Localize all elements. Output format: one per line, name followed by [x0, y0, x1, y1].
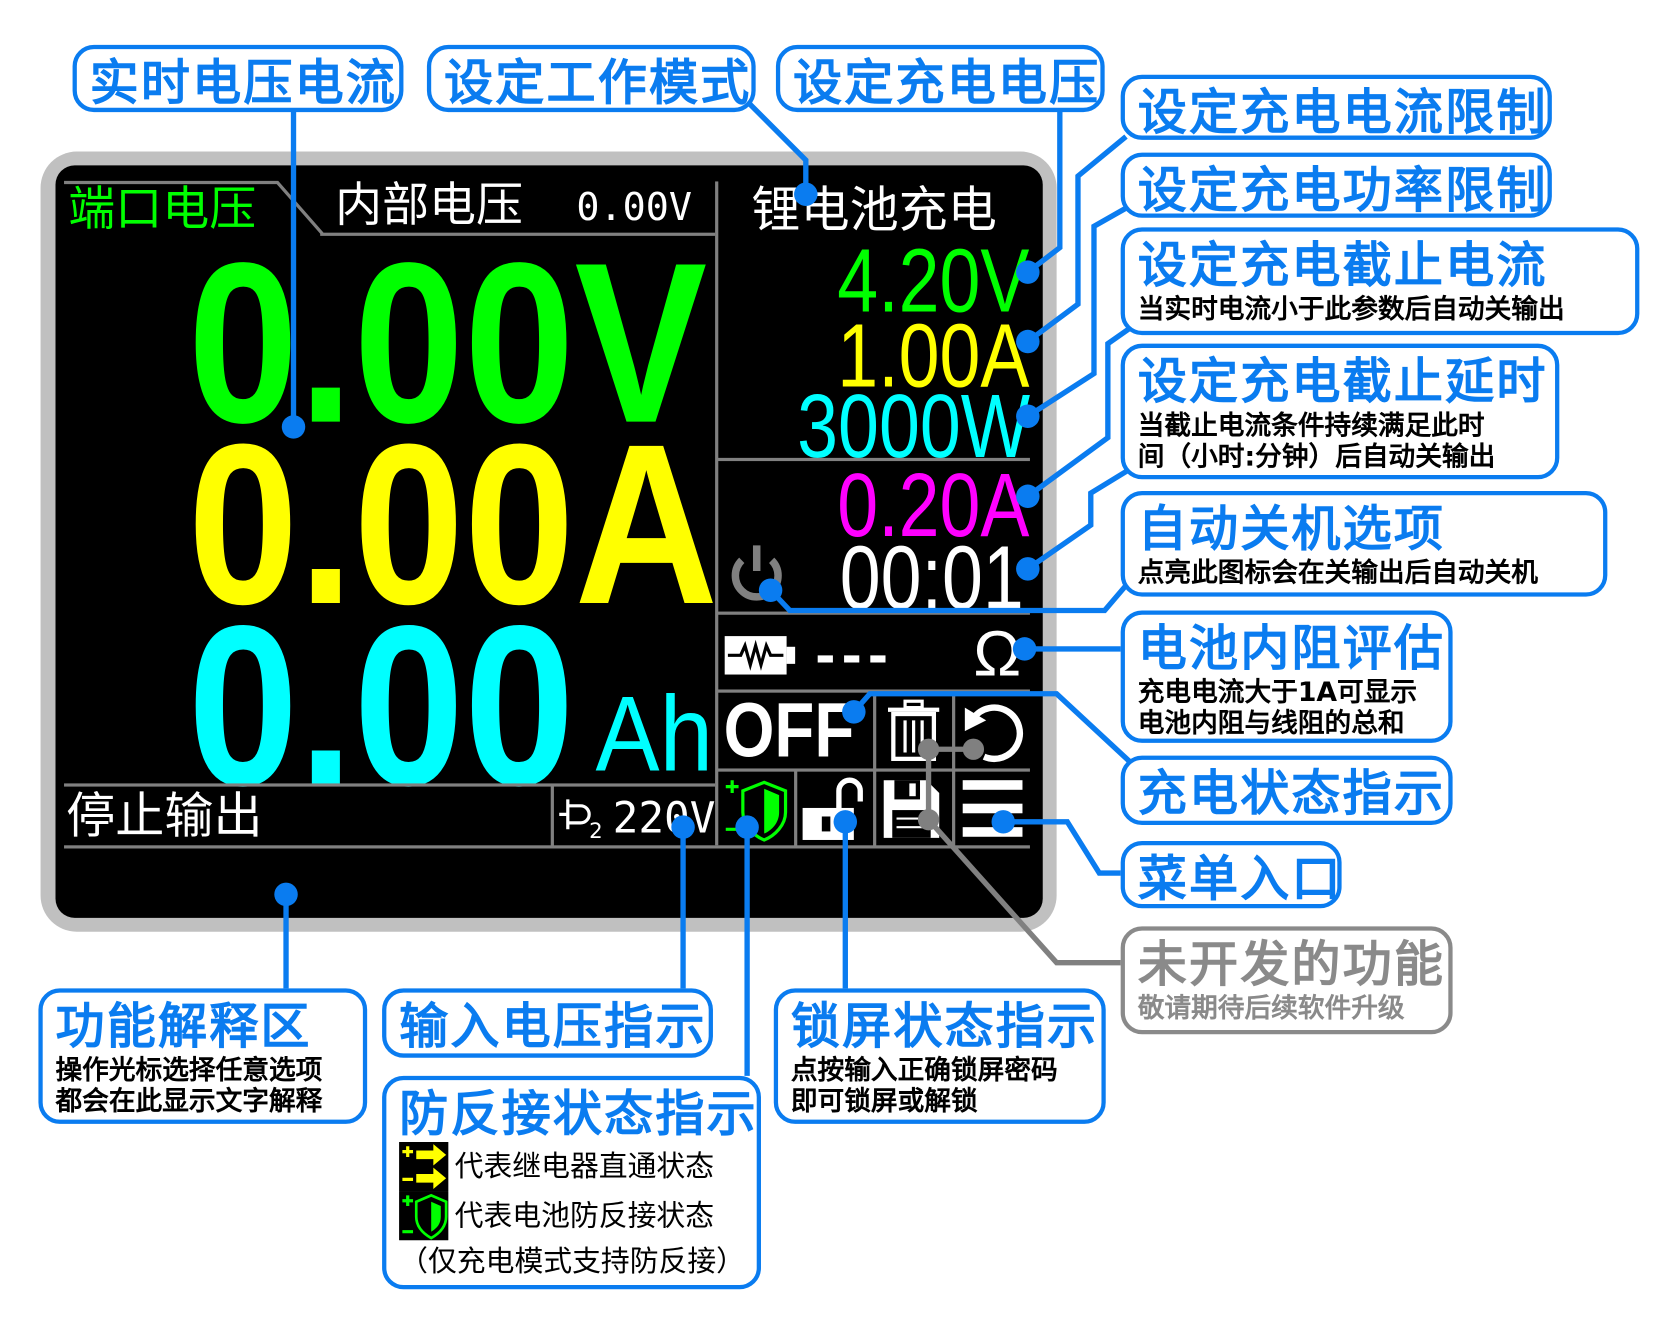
- callout-cutoff-delay: 设定充电截止延时 当截止电流条件持续满足此时 间（小时:分钟）后自动关输出: [1120, 343, 1560, 480]
- callout-desc: 当截止电流条件持续满足此时: [1137, 409, 1485, 441]
- tab-outline: [64, 180, 324, 235]
- internal-voltage-value: 0.00V: [576, 185, 693, 230]
- power-icon[interactable]: [726, 539, 788, 603]
- callout-title: 设定充电电流限制: [1137, 83, 1548, 141]
- battery-shield-icon: [399, 1191, 449, 1241]
- callout-cutoff-current: 设定充电截止电流 当实时电流小于此参数后自动关输出: [1120, 227, 1640, 336]
- input-voltage: 220V: [612, 794, 716, 844]
- callout-realtime: 实时电压电流: [72, 44, 404, 113]
- plug-icon: 2: [559, 799, 603, 840]
- callout-desc: 电池内阻与线阻的总和: [1137, 707, 1405, 739]
- callout-title: 设定充电功率限制: [1137, 161, 1548, 219]
- cutoff-delay[interactable]: 00:01: [839, 527, 1024, 628]
- callout-lock-screen: 锁屏状态指示 点按输入正确锁屏密码 即可锁屏或解锁: [773, 988, 1106, 1124]
- status-text: 停止输出: [66, 786, 263, 845]
- divider: [320, 232, 716, 236]
- legend-shield: 代表电池防反接状态: [399, 1191, 746, 1241]
- callout-internal-resistance: 电池内阻评估 充电电流大于1A可显示 电池内阻与线阻的总和: [1120, 610, 1453, 743]
- callout-title: 设定充电截止电流: [1137, 235, 1548, 294]
- callout-desc: 点按输入正确锁屏密码: [790, 1054, 1058, 1086]
- callout-title: 实时电压电流: [89, 53, 398, 111]
- relay-passthrough-icon: [399, 1142, 449, 1192]
- callout-input-voltage: 输入电压指示: [382, 988, 713, 1058]
- divider: [717, 768, 1030, 772]
- callout-power-limit: 设定充电功率限制: [1120, 152, 1552, 219]
- port-voltage-label[interactable]: 端口电压: [68, 182, 257, 237]
- realtime-voltage: 0.00V: [187, 215, 708, 471]
- callout-title: 设定充电截止延时: [1137, 352, 1548, 410]
- callout-desc: 当实时电流小于此参数后自动关输出: [1137, 293, 1565, 325]
- divider: [717, 611, 1030, 615]
- battery-resistance-icon: [724, 636, 796, 675]
- divider: [717, 457, 1030, 462]
- callout-title: 防反接状态指示: [399, 1084, 758, 1143]
- reverse-protect-shield-icon[interactable]: [721, 776, 791, 842]
- callout-title: 未开发的功能: [1137, 934, 1446, 993]
- callout-title: 自动关机选项: [1137, 499, 1446, 558]
- callout-title: 菜单入口: [1137, 849, 1343, 908]
- callout-function-help: 功能解释区 操作光标选择任意选项 都会在此显示文字解释: [38, 988, 368, 1124]
- set-voltage[interactable]: 4.20V: [837, 230, 1030, 331]
- work-mode[interactable]: 锂电池充电: [751, 180, 997, 239]
- callout-charge-status: 充电状态指示: [1120, 755, 1453, 826]
- resistance-value: ---: [815, 620, 895, 688]
- callout-desc: 即可锁屏或解锁: [790, 1085, 978, 1117]
- internal-voltage-label: 内部电压: [335, 178, 523, 233]
- divider: [64, 783, 716, 787]
- callout-charge-voltage: 设定充电电压: [775, 44, 1105, 113]
- callout-note: （仅充电模式支持防反接）: [399, 1245, 745, 1279]
- callout-desc: 都会在此显示文字解释: [55, 1085, 323, 1117]
- callout-title: 输入电压指示: [399, 996, 707, 1055]
- callout-title: 设定工作模式: [443, 53, 752, 111]
- trash-icon[interactable]: [884, 699, 944, 763]
- cutoff-current[interactable]: 0.20A: [837, 454, 1030, 555]
- callout-desc: 敬请期待后续软件升级: [1137, 992, 1405, 1024]
- resistance-unit: Ω: [973, 617, 1022, 690]
- divider: [794, 770, 798, 848]
- undo-icon[interactable]: [961, 699, 1025, 763]
- divider: [64, 845, 1030, 849]
- legend-text: 代表电池防反接状态: [454, 1199, 715, 1233]
- callout-desc: 点亮此图标会在关输出后自动关机: [1137, 557, 1538, 589]
- callout-undeveloped: 未开发的功能 敬请期待后续软件升级: [1120, 926, 1453, 1035]
- callout-auto-shutdown: 自动关机选项 点亮此图标会在关输出后自动关机: [1120, 490, 1608, 597]
- legend-text: 代表继电器直通状态: [454, 1150, 715, 1184]
- svg-text:2: 2: [589, 819, 603, 840]
- menu-icon[interactable]: [961, 778, 1025, 840]
- callout-title: 充电状态指示: [1137, 764, 1446, 822]
- divider: [717, 689, 1030, 693]
- set-power-limit[interactable]: 3000W: [797, 375, 1030, 477]
- callout-reverse-protect: 防反接状态指示 代表继电器直通状态 代表电池防反接状态 （仅充电模式支持防反接）: [382, 1075, 761, 1290]
- callout-title: 锁屏状态指示: [790, 996, 1099, 1055]
- device-screen: 端口电压 内部电压 0.00V 0.00V 0.00A 0.00 Ah 锂电池充…: [55, 165, 1043, 918]
- capacity-unit: Ah: [595, 674, 714, 795]
- callout-menu: 菜单入口: [1120, 841, 1343, 909]
- divider: [550, 784, 554, 847]
- set-current-limit[interactable]: 1.00A: [837, 305, 1030, 406]
- callout-desc: 充电电流大于1A可显示: [1137, 676, 1418, 708]
- callout-current-limit: 设定充电电流限制: [1120, 74, 1552, 141]
- callout-desc: 间（小时:分钟）后自动关输出: [1137, 440, 1496, 472]
- callout-work-mode: 设定工作模式: [426, 44, 756, 113]
- divider: [715, 181, 719, 846]
- output-toggle[interactable]: OFF: [723, 688, 855, 774]
- callout-title: 电池内阻评估: [1137, 619, 1446, 677]
- callout-title: 功能解释区: [55, 996, 312, 1055]
- realtime-current: 0.00A: [187, 397, 719, 653]
- realtime-capacity: 0.00: [187, 578, 575, 834]
- save-icon[interactable]: [879, 776, 943, 842]
- callout-title: 设定充电电压: [793, 53, 1101, 111]
- legend-relay: 代表继电器直通状态: [399, 1142, 746, 1192]
- lock-icon[interactable]: [800, 776, 870, 842]
- callout-desc: 操作光标选择任意选项: [55, 1054, 323, 1086]
